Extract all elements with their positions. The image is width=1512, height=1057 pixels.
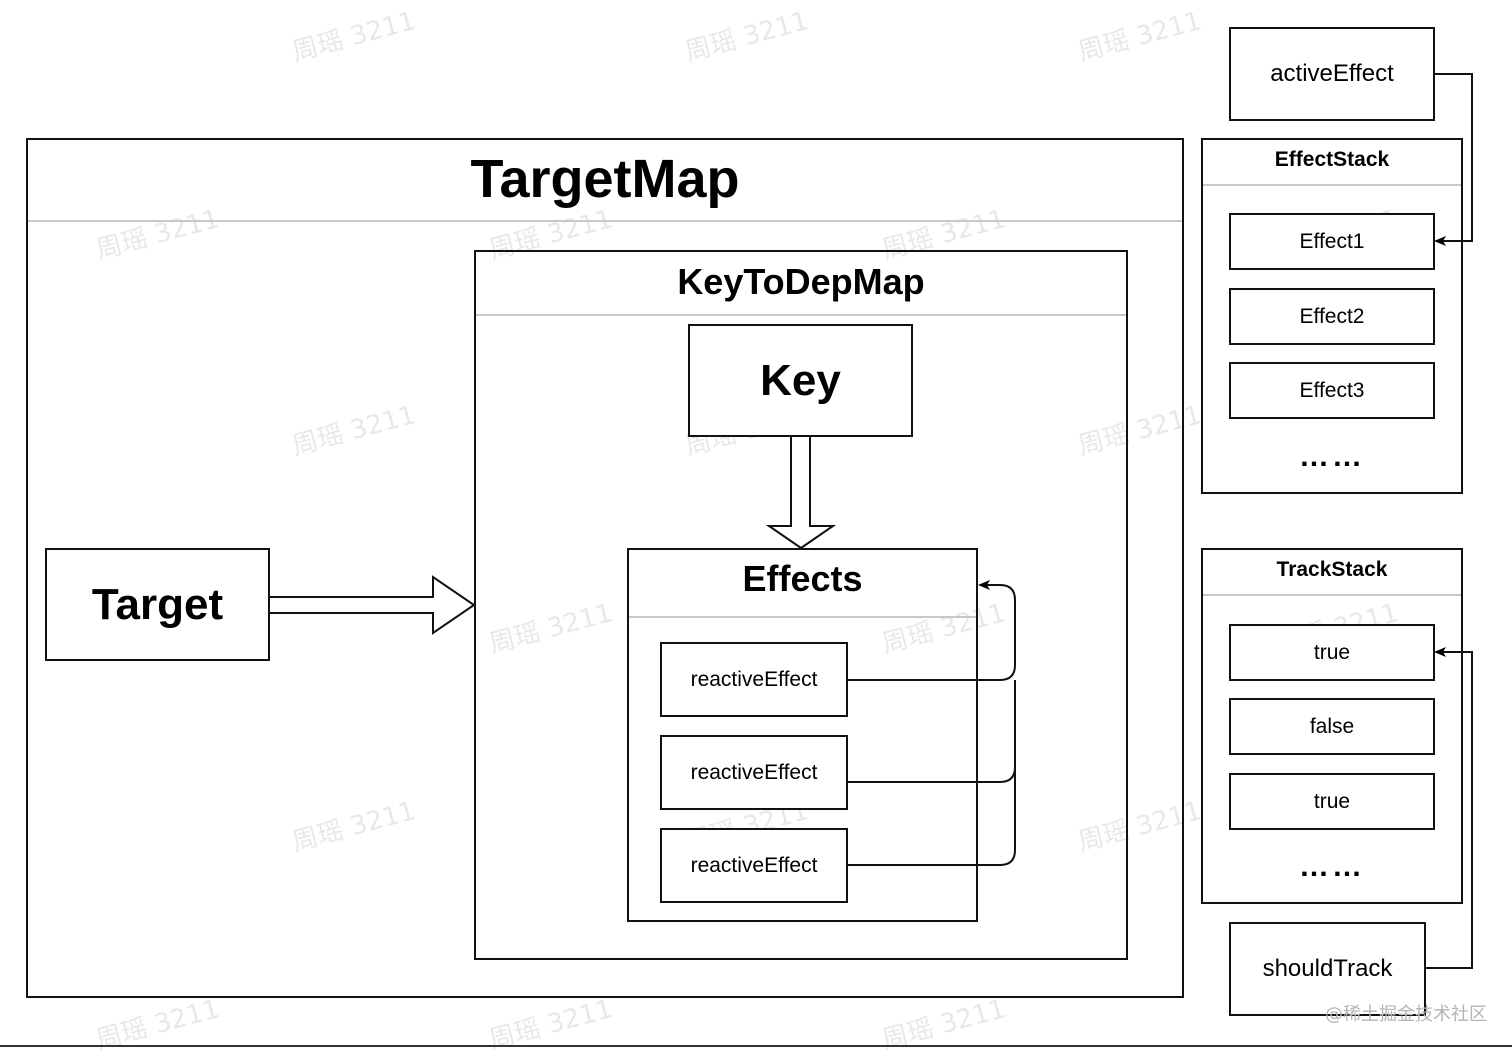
- key-to-dep-map-header-divider: [476, 314, 1126, 316]
- reactive-effect-item: reactiveEffect: [660, 642, 848, 717]
- bottom-border: [0, 1045, 1512, 1047]
- target-node: Target: [45, 548, 270, 661]
- track-stack-title: TrackStack: [1276, 558, 1388, 581]
- effects-title: Effects: [742, 558, 863, 599]
- key-to-effects-arrow: [765, 437, 837, 550]
- reactive-effect-feedback-line: [848, 767, 1016, 866]
- effect-stack-header-divider: [1203, 184, 1461, 186]
- active-effect-node: activeEffect: [1229, 27, 1435, 121]
- effects-header-divider: [629, 616, 976, 618]
- site-credit: @稀土掘金技术社区: [1325, 1004, 1487, 1025]
- track-stack-header-divider: [1203, 594, 1461, 596]
- key-node: Key: [688, 324, 913, 437]
- reactive-effect-feedback-line: [848, 680, 1016, 783]
- effects-container: Effects: [627, 548, 978, 922]
- target-map-header-divider: [28, 220, 1182, 222]
- should-track-to-track-stack-line: [1426, 647, 1473, 969]
- reactive-effect-feedback-line: [848, 580, 1016, 681]
- effect-stack-ellipsis: ……: [1299, 440, 1365, 473]
- track-stack-ellipsis: ……: [1299, 850, 1365, 883]
- track-stack-item: true: [1229, 624, 1435, 681]
- track-stack-container: TrackStack: [1201, 548, 1463, 904]
- effect-stack-container: EffectStack: [1201, 138, 1463, 494]
- effect-stack-item: Effect3: [1229, 362, 1435, 419]
- effect-stack-title: EffectStack: [1274, 148, 1390, 171]
- target-map-title: TargetMap: [470, 149, 740, 209]
- reactive-effect-item: reactiveEffect: [660, 828, 848, 903]
- key-to-dep-map-title: KeyToDepMap: [677, 261, 925, 302]
- track-stack-item: false: [1229, 698, 1435, 755]
- active-effect-to-effect1-line: [1434, 73, 1473, 246]
- track-stack-item: true: [1229, 773, 1435, 830]
- target-to-keytodepmap-arrow: [270, 575, 476, 635]
- effect-stack-item: Effect2: [1229, 288, 1435, 345]
- reactive-effect-item: reactiveEffect: [660, 735, 848, 810]
- target-map-container: TargetMap: [26, 138, 1184, 998]
- effect-stack-item: Effect1: [1229, 213, 1435, 270]
- should-track-node: shouldTrack: [1229, 922, 1426, 1016]
